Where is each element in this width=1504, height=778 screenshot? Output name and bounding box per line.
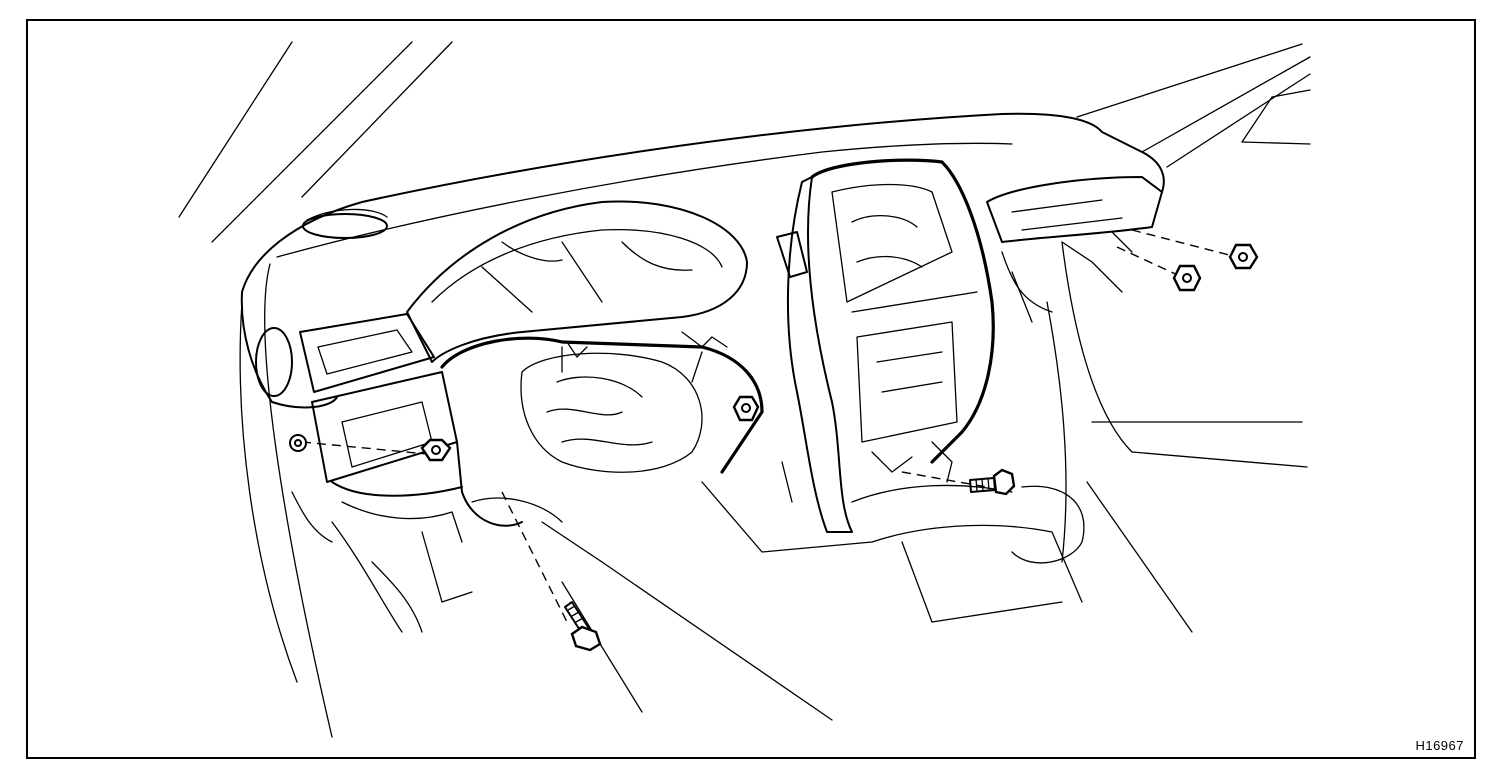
fastener-guide-lines [301,229,1238,623]
instrument-cluster [406,200,748,363]
windshield-lines [178,41,453,738]
dashboard-removal-illustration [178,41,1311,738]
nut-right-upper [1228,243,1259,270]
right-door-lines [1046,43,1311,563]
figure-code: H16967 [1415,738,1464,753]
nut-center [732,395,760,422]
bolt-lower [564,601,602,652]
floor-console [541,481,1193,721]
diagram-frame: H16967 [26,19,1476,759]
nut-left-mount [289,434,307,452]
lower-left-panel [291,481,473,633]
nut-left [420,438,452,462]
nut-right-lower [1172,264,1202,292]
steering-column [440,336,764,527]
right-side-panel [986,176,1163,323]
brackets [566,331,953,503]
center-stack [776,158,995,533]
dashboard-top [240,112,1165,409]
bolt-right [969,468,1016,496]
